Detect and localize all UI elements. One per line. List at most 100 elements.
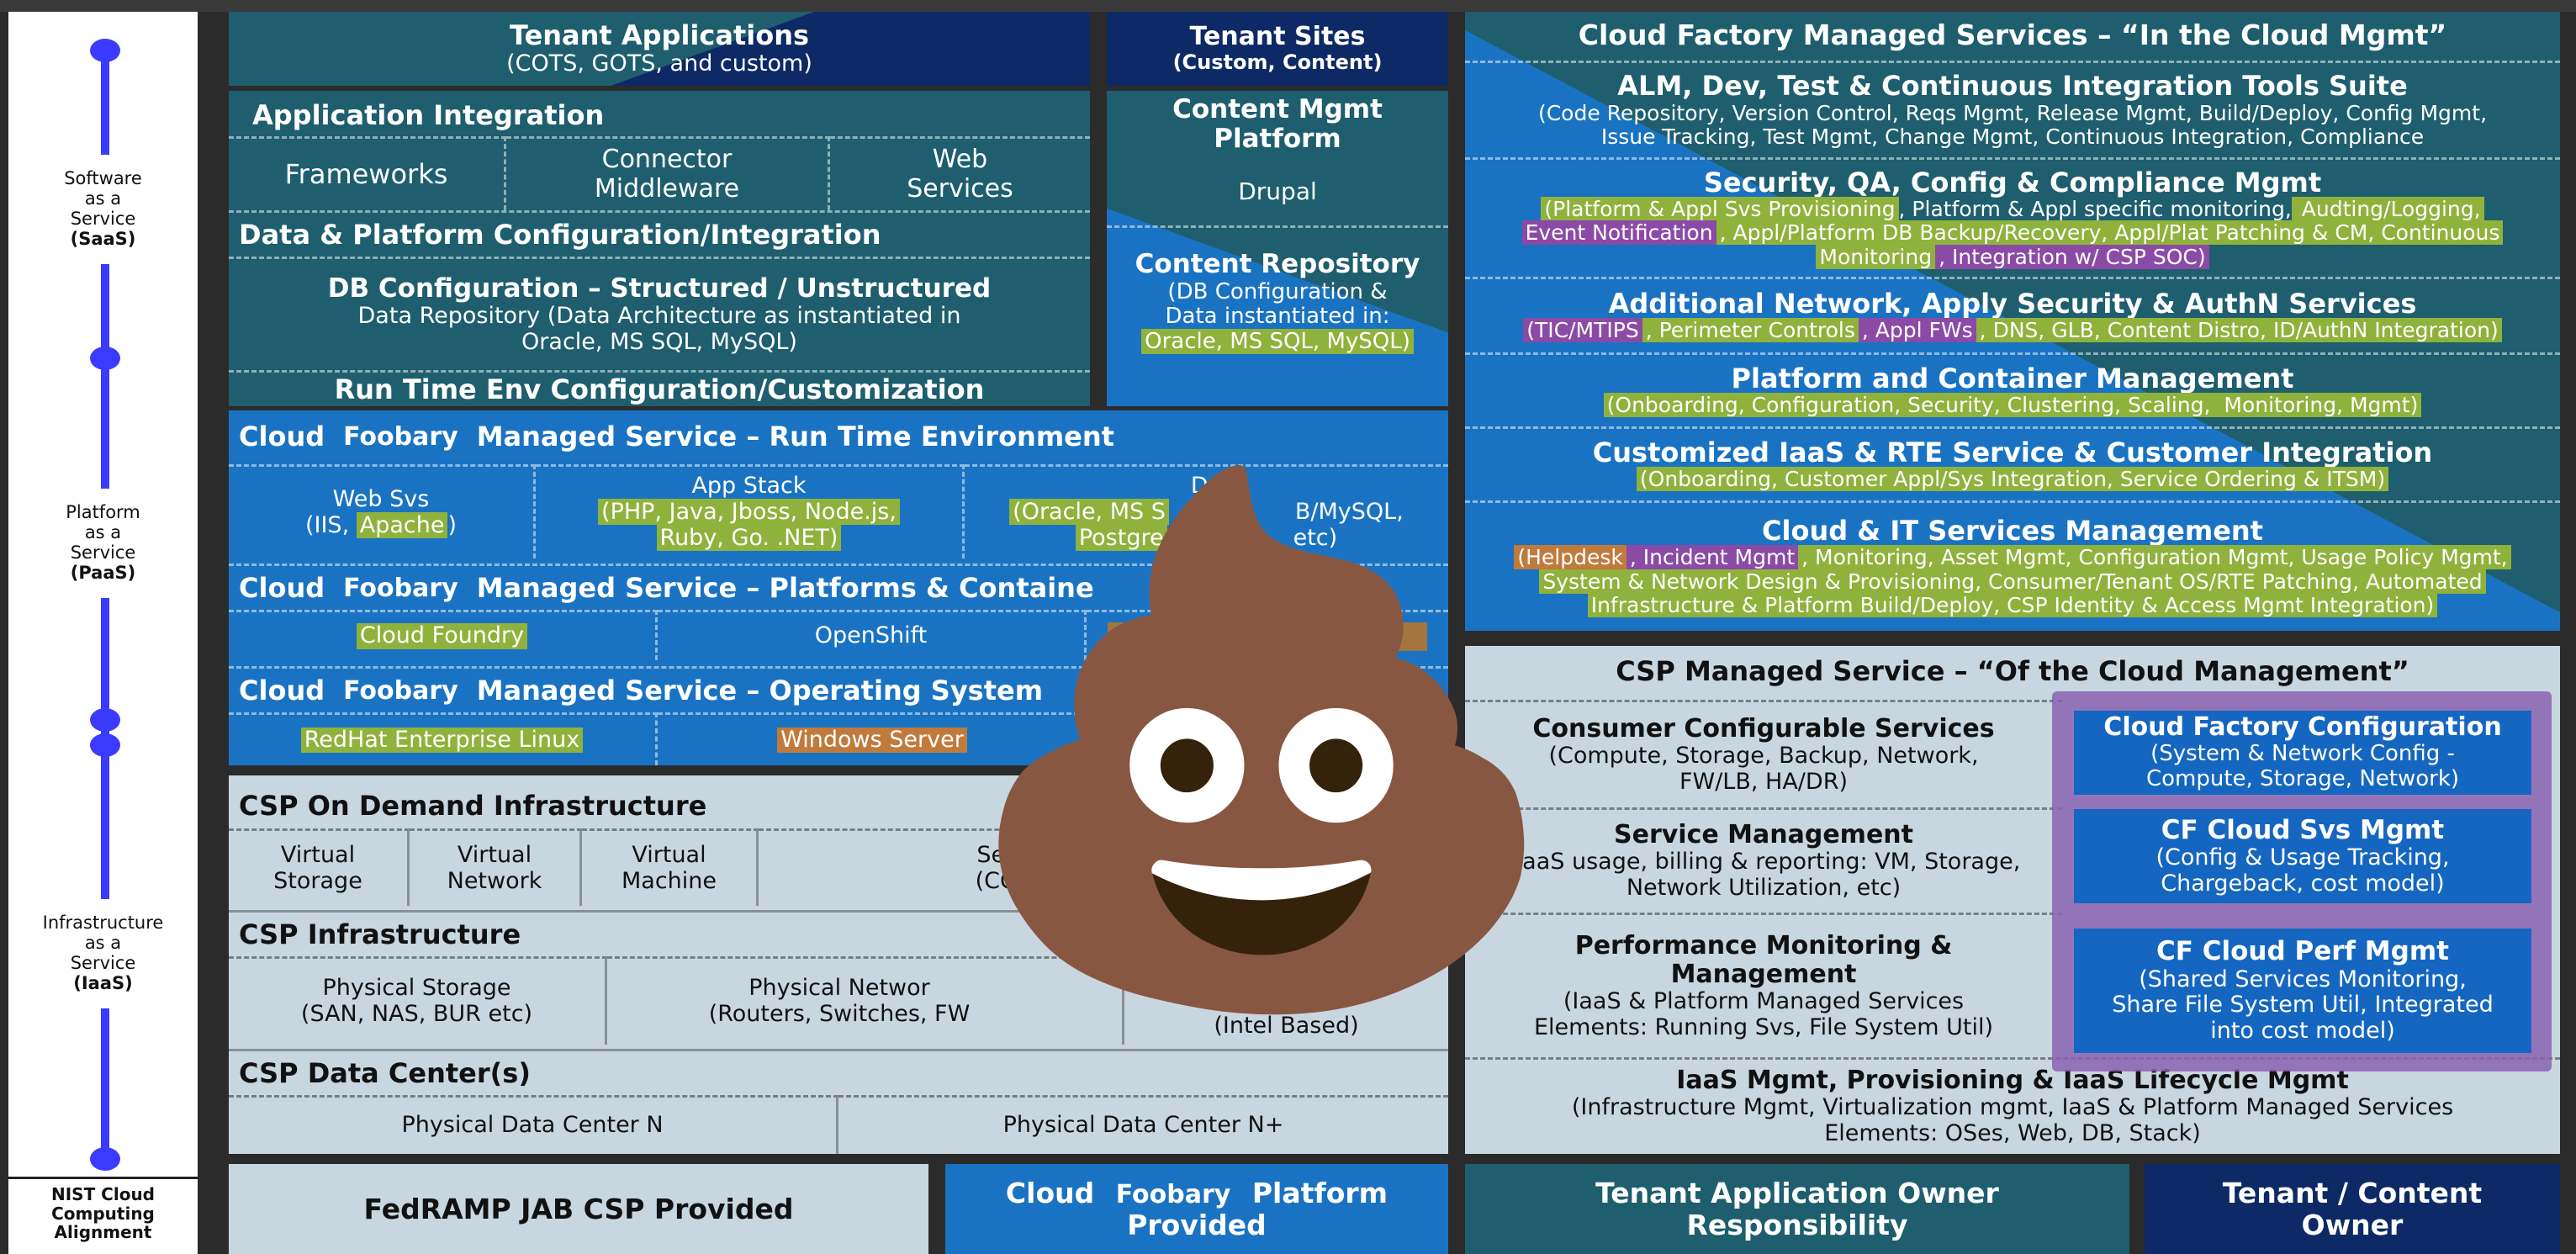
- nist-line: [101, 50, 109, 1164]
- cms-line1: Content Mgmt: [1172, 93, 1383, 124]
- frameworks-cell: Frameworks: [229, 136, 506, 210]
- db-config-cell: DB Configuration – Structured / Unstruct…: [229, 257, 1090, 370]
- appstack-line2: Ruby, Go. .NET): [656, 524, 842, 552]
- os-cloud: Cloud: [239, 675, 325, 706]
- security-cell: Security, QA, Config & Compliance Mgmt (…: [1465, 157, 2560, 277]
- sec-l2b: , Appl/Platform DB Backup/Recovery, Appl…: [1716, 220, 2504, 246]
- lifecycle-cell: IaaS Mgmt, Provisioning & IaaS Lifecycle…: [1465, 1057, 2560, 1154]
- paas-line3: Service: [70, 542, 136, 563]
- pc-foobary: Foobary: [335, 573, 467, 603]
- vmachine-l2: Machine: [621, 867, 717, 894]
- repo-title: Content Repository: [1135, 249, 1420, 280]
- appstack-line1-text: (PHP, Java, Jboss, Node.js,: [598, 499, 900, 526]
- saas-line1: Software: [64, 168, 142, 189]
- cfc-l2: Compute, Storage, Network): [2145, 766, 2460, 792]
- sm-l2: Network Utilization, etc): [1626, 875, 1902, 902]
- sec-l1a: (Platform & Appl Svs Provisioning: [1541, 196, 1899, 221]
- iaas-line3: Service: [70, 953, 136, 973]
- cfp-l2: Share File System Util, Integrated: [2112, 992, 2494, 1019]
- saas-line3: Service: [70, 209, 136, 229]
- iaas-integration-cell: Customized IaaS & RTE Service & Customer…: [1465, 426, 2560, 500]
- saas-line2: as a: [84, 188, 122, 209]
- net-a: (TIC/MTIPS: [1523, 318, 1642, 343]
- appstack-cell: App Stack (PHP, Java, Jboss, Node.js, Ru…: [536, 464, 965, 558]
- it-title: Cloud & IT Services Management: [1762, 515, 2263, 548]
- cloud-foundry-cell: Cloud Foundry: [229, 610, 658, 660]
- websvs-cell: Web Svs (IIS, Apache): [229, 464, 536, 558]
- sec-l3b: , Integration w/ CSP SOC): [1935, 244, 2209, 269]
- cms-line2: Platform: [1214, 124, 1341, 154]
- os-title: Managed Service – Operating System: [476, 675, 1044, 706]
- it-l2-text: System & Network Design & Provisioning, …: [1539, 569, 2486, 594]
- pnetwork-l2: (Routers, Switches, FW: [708, 1001, 971, 1027]
- alm-cell: ALM, Dev, Test & Continuous Integration …: [1465, 61, 2560, 157]
- rte-cloud: Cloud: [239, 421, 325, 452]
- pcm-a: (Onboarding, Configuration, Security, Cl…: [1603, 393, 2214, 418]
- tenant-apps-title: Tenant Applications: [509, 19, 810, 52]
- cf-config-box: Cloud Factory Configuration (System & Ne…: [2074, 711, 2531, 795]
- rte-header: Cloud Foobary Managed Service – Run Time…: [239, 415, 1114, 458]
- csp-infra-block: [229, 775, 1448, 1154]
- net-c: , Appl FWs: [1858, 318, 1976, 343]
- pcm-l1: (Onboarding, Configuration, Security, Cl…: [1603, 393, 2422, 418]
- websvs-line2: (IIS, Apache): [305, 511, 457, 539]
- web-line2: Services: [907, 173, 1013, 204]
- pm-l2: Elements: Running Svs, File System Util): [1533, 1013, 1993, 1040]
- paas-line2: as a: [84, 522, 122, 543]
- vstorage-cell: Virtual Storage: [229, 828, 410, 906]
- repo-line2: Data instantiated in:: [1165, 304, 1390, 330]
- nist-footer-label: NIST Cloud Computing Alignment: [8, 1177, 198, 1248]
- connector-line1: Connector: [601, 145, 733, 175]
- ccs-l2: FW/LB, HA/DR): [1679, 768, 1848, 795]
- net-b: , Perimeter Controls: [1642, 318, 1859, 343]
- pstorage-l1: Physical Storage: [322, 975, 511, 1002]
- appstack-title: App Stack: [691, 473, 807, 500]
- drupal-cell: Drupal: [1238, 177, 1317, 206]
- pm-l1: (IaaS & Platform Managed Services: [1563, 987, 1965, 1014]
- it-services-cell: Cloud & IT Services Management (Helpdesk…: [1465, 500, 2560, 631]
- alm-title: ALM, Dev, Test & Continuous Integration …: [1617, 70, 2408, 103]
- redhat-cell: RedHat Enterprise Linux: [229, 712, 658, 765]
- nist-footer-line3: Alignment: [54, 1222, 152, 1243]
- cfc-title: Cloud Factory Configuration: [2103, 712, 2502, 743]
- tenant-sites-box: Tenant Sites (Custom, Content): [1107, 12, 1448, 86]
- it-l1a: (Helpdesk: [1514, 545, 1627, 570]
- db-config-sub1: Data Repository (Data Architecture as in…: [357, 302, 961, 329]
- cfc-l1: (System & Network Config -: [2150, 741, 2455, 767]
- security-title: Security, QA, Config & Compliance Mgmt: [1703, 166, 2322, 198]
- vnetwork-l2: Network: [447, 867, 542, 894]
- iaas-line1: Infrastructure: [42, 913, 164, 934]
- dc-title: CSP Data Center(s): [229, 1049, 1448, 1095]
- repo-line3-text: Oracle, MS SQL, MySQL): [1141, 328, 1414, 354]
- pm-title-l1: Performance Monitoring &: [1574, 930, 1953, 960]
- cfp-title: CF Cloud Perf Mgmt: [2156, 936, 2449, 967]
- legend-platform: Cloud Foobary Platform Provided: [945, 1164, 1448, 1254]
- windows-text: Windows Server: [777, 727, 967, 754]
- ccs-cell: Consumer Configurable Services (Compute,…: [1465, 700, 2062, 807]
- ccs-l1: (Compute, Storage, Backup, Network,: [1548, 742, 1979, 769]
- it-l3-text: Infrastructure & Platform Build/Deploy, …: [1587, 593, 2438, 618]
- db-line2a: Postgre: [1075, 524, 1167, 551]
- intel-text: (Intel Based): [1214, 1013, 1359, 1040]
- nist-saas-label: Software as a Service (SaaS): [8, 155, 198, 264]
- pm-cell: Performance Monitoring & Management (Iaa…: [1465, 913, 2062, 1057]
- infra-title: CSP Infrastructure: [229, 910, 1448, 956]
- legend-platform-cloud: Cloud: [1005, 1176, 1095, 1209]
- cfs-title: CF Cloud Svs Mgmt: [2161, 814, 2445, 845]
- cf-svs-box: CF Cloud Svs Mgmt (Config & Usage Tracki…: [2074, 809, 2531, 903]
- sec-l2a: Event Notification: [1521, 220, 1716, 246]
- network-cell: Additional Network, Apply Security & Aut…: [1465, 277, 2560, 352]
- nist-footer-line1: NIST Cloud: [50, 1183, 156, 1204]
- it-l1: (Helpdesk, Incident Mgmt, Monitoring, As…: [1514, 545, 2511, 570]
- it-l3: Infrastructure & Platform Build/Deploy, …: [1587, 593, 2438, 618]
- iaas-line4: (IaaS): [73, 972, 133, 993]
- it-l1b: , Incident Mgmt: [1626, 545, 1799, 570]
- nist-sidebar: Software as a Service (SaaS) Platform as…: [8, 12, 198, 1254]
- legend-platform-line2: Provided: [1127, 1208, 1267, 1241]
- sec-l1c: Audting/Logging,: [2291, 196, 2484, 221]
- alm-l2: Issue Tracking, Test Mgmt, Change Mgmt, …: [1600, 124, 2425, 150]
- legend-content-owner-l2: Owner: [2301, 1208, 2404, 1241]
- cloud-foundry-text: Cloud Foundry: [356, 622, 528, 649]
- rte-title: Managed Service – Run Time Environment: [476, 421, 1114, 452]
